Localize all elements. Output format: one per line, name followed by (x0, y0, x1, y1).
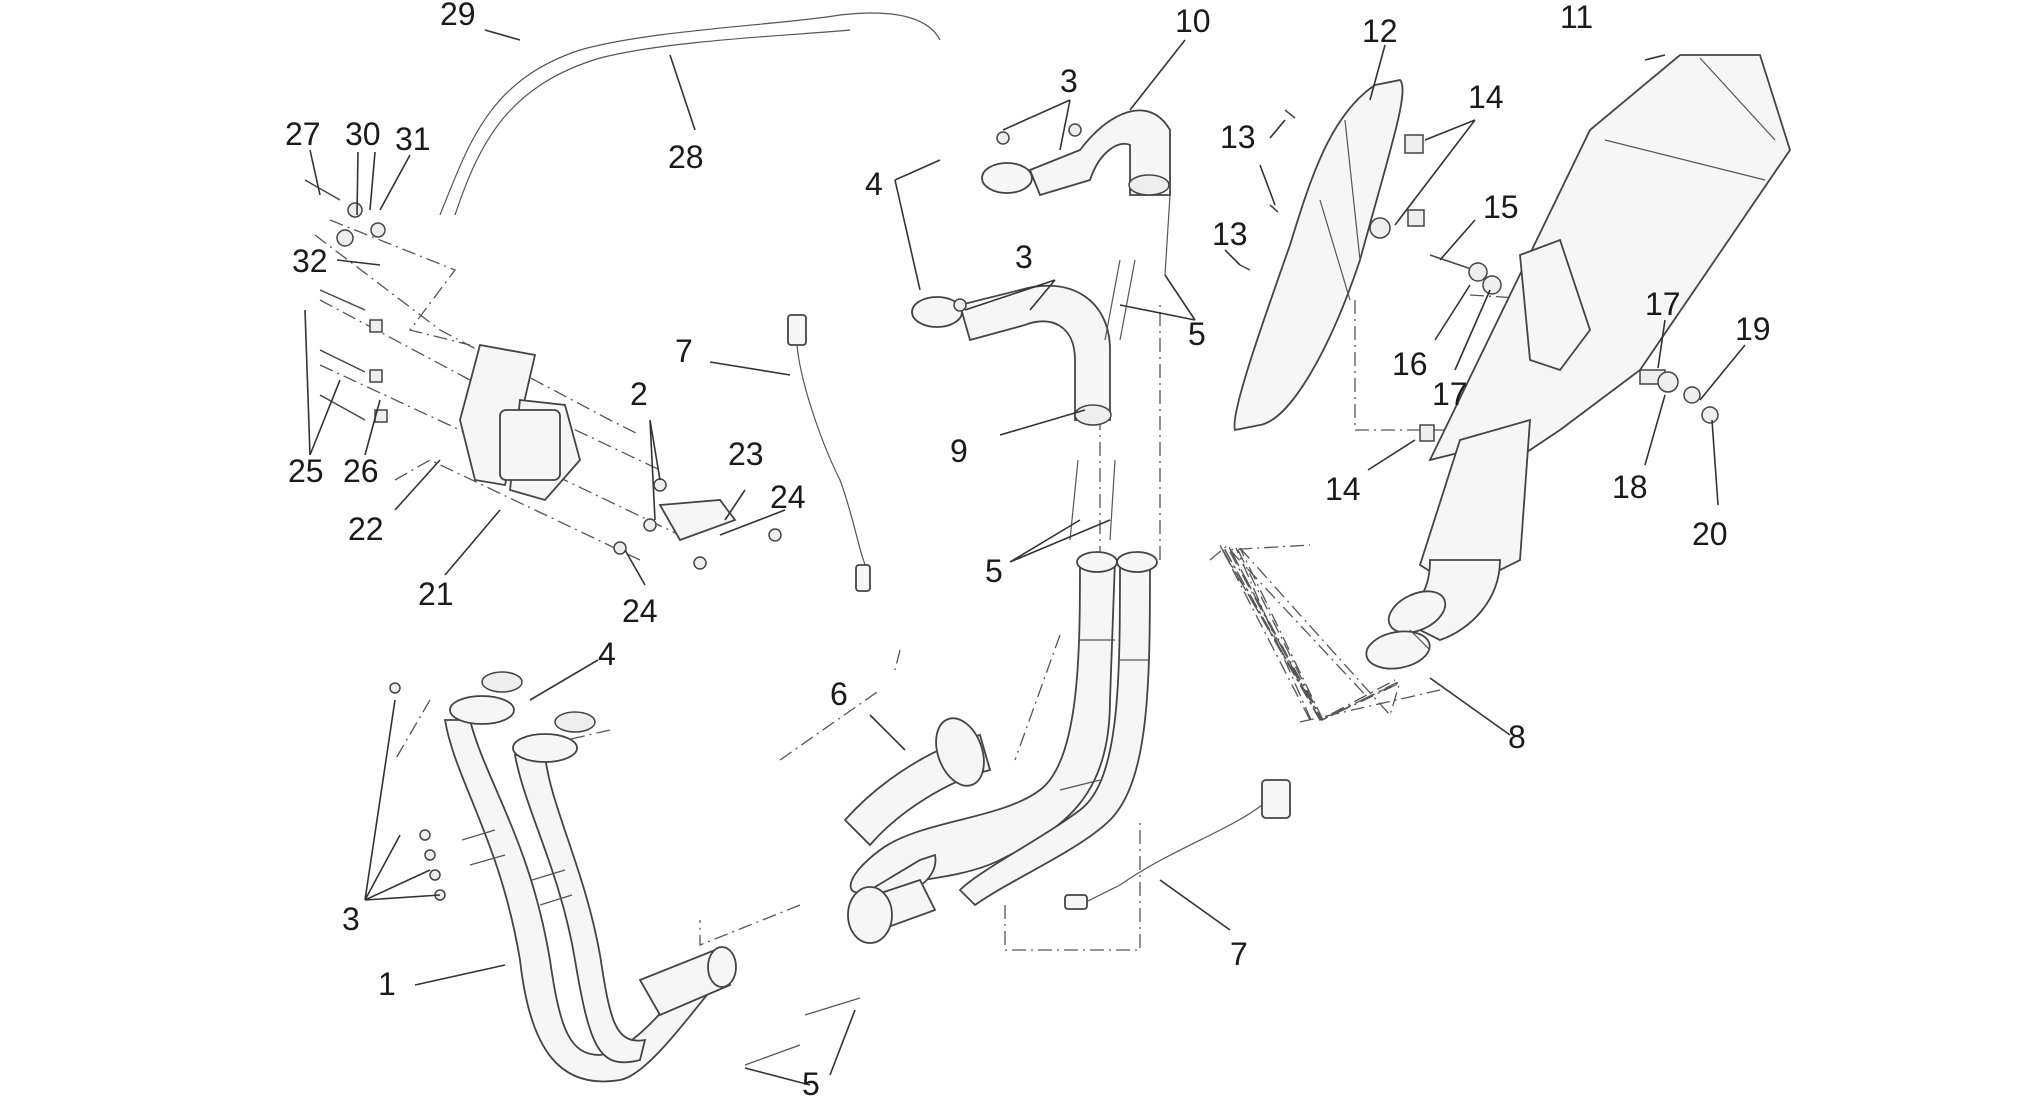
label-26: 26 (343, 453, 379, 489)
label-3-lower-rear: 3 (1015, 239, 1033, 275)
label-18: 18 (1612, 469, 1648, 505)
label-5-mid: 5 (985, 553, 1003, 589)
header-pipes (443, 671, 737, 1083)
label-23: 23 (728, 436, 764, 472)
label-28: 28 (668, 139, 704, 175)
label-24-left: 24 (622, 593, 658, 629)
lambda-sensor-lower (1064, 779, 1291, 910)
rear-header-upper (981, 109, 1171, 197)
label-14-lower: 14 (1325, 471, 1361, 507)
collector-pipe (843, 551, 1158, 944)
leader-lines (304, 29, 1746, 1086)
label-7-lower: 7 (1230, 936, 1248, 972)
label-20: 20 (1692, 516, 1728, 552)
label-19: 19 (1735, 311, 1771, 347)
label-17-left: 17 (1432, 376, 1468, 412)
rear-header-lower (911, 284, 1112, 426)
label-8: 8 (1508, 719, 1526, 755)
label-5-bottom: 5 (802, 1066, 820, 1097)
label-11: 11 (1560, 0, 1593, 35)
label-29: 29 (440, 0, 476, 32)
silencer (1387, 54, 1791, 641)
label-10: 10 (1175, 3, 1211, 39)
hardware (304, 109, 1719, 901)
label-5-upper: 5 (1188, 316, 1206, 352)
label-2: 2 (630, 376, 648, 412)
label-31: 31 (395, 121, 431, 157)
label-14-upper: 14 (1468, 79, 1504, 115)
assembly-lines (314, 219, 1551, 951)
label-24-right: 24 (770, 479, 806, 515)
label-15: 15 (1483, 189, 1519, 225)
heat-shield (1233, 79, 1404, 432)
label-12: 12 (1362, 13, 1398, 49)
label-13-lower: 13 (1212, 216, 1248, 252)
label-4-rear: 4 (865, 166, 883, 202)
label-3-upper-rear: 3 (1060, 63, 1078, 99)
label-27: 27 (285, 116, 321, 152)
label-22: 22 (348, 511, 384, 547)
label-1: 1 (378, 966, 396, 1002)
label-30: 30 (345, 116, 381, 152)
label-7-upper: 7 (675, 333, 693, 369)
label-25: 25 (288, 453, 324, 489)
springs (744, 194, 1171, 1066)
label-6: 6 (830, 676, 848, 712)
servo-assembly (459, 343, 737, 542)
label-13-upper: 13 (1220, 119, 1256, 155)
label-21: 21 (418, 576, 454, 612)
cables (439, 12, 941, 216)
clamp (1365, 629, 1431, 670)
label-16: 16 (1392, 346, 1428, 382)
label-4-front: 4 (598, 636, 616, 672)
lambda-sensor-upper (787, 314, 871, 592)
label-32: 32 (292, 243, 328, 279)
label-3-front: 3 (342, 901, 360, 937)
label-17-right: 17 (1645, 286, 1681, 322)
part-labels: 1 3 4 5 6 7 7 8 5 5 9 10 3 3 4 11 12 13 … (285, 0, 1771, 1097)
label-9: 9 (950, 433, 968, 469)
